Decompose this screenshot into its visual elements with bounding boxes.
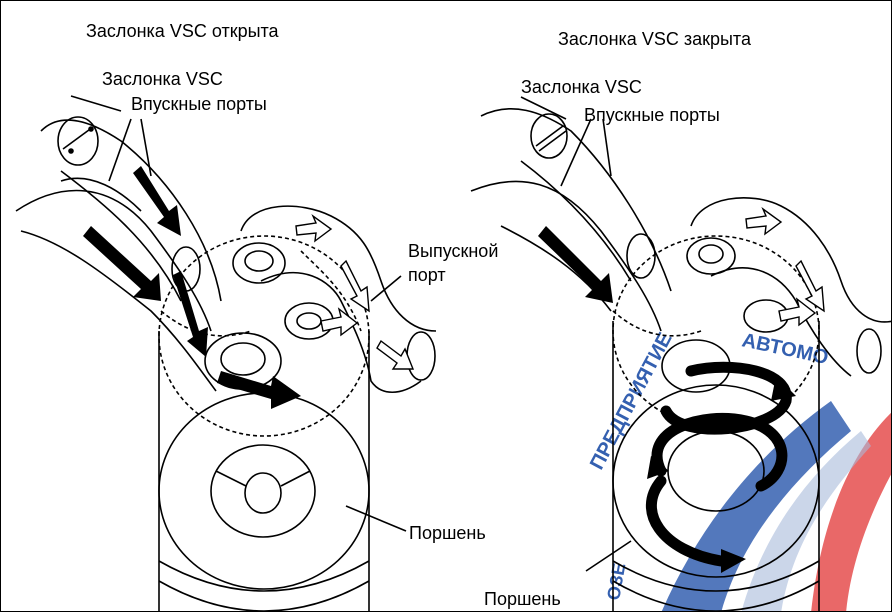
left-exhaust-flow-arrows — [296, 216, 413, 369]
left-exhaust-outlet — [407, 332, 435, 380]
left-intake-flow-arrows — [83, 166, 301, 409]
right-exhaust-valve-seat — [687, 238, 735, 274]
left-piston-bowl-inner — [245, 473, 281, 513]
right-piston-bowl — [668, 431, 764, 511]
left-exhaust-label-line2: порт — [408, 265, 446, 286]
left-cylinder-top — [159, 236, 369, 436]
right-panel-title: Заслонка VSC закрыта — [558, 29, 751, 50]
left-panel-title: Заслонка VSC открыта — [86, 21, 279, 42]
left-exhaust-valve-seat — [233, 243, 285, 283]
left-exhaust-runner — [241, 206, 436, 331]
right-piston-label: Поршень — [484, 589, 561, 610]
left-engine-drawing — [16, 96, 436, 612]
left-piston-label: Поршень — [409, 523, 486, 544]
watermark-arc-text: ПРЕДПРИЯТИЕ — [586, 329, 677, 473]
left-piston-bowl — [211, 445, 315, 537]
watermark-arc-text-2: АВТОМО — [740, 329, 830, 369]
right-intake-label: Впускные порты — [584, 105, 720, 126]
left-vsc-label: Заслонка VSC — [102, 69, 223, 90]
left-intake-label: Впускные порты — [131, 94, 267, 115]
right-vsc-label: Заслонка VSC — [521, 77, 642, 98]
left-exhaust-label-line1: Выпускной — [408, 241, 498, 262]
left-piston-top — [159, 393, 369, 589]
left-vsc-valve — [58, 117, 98, 165]
